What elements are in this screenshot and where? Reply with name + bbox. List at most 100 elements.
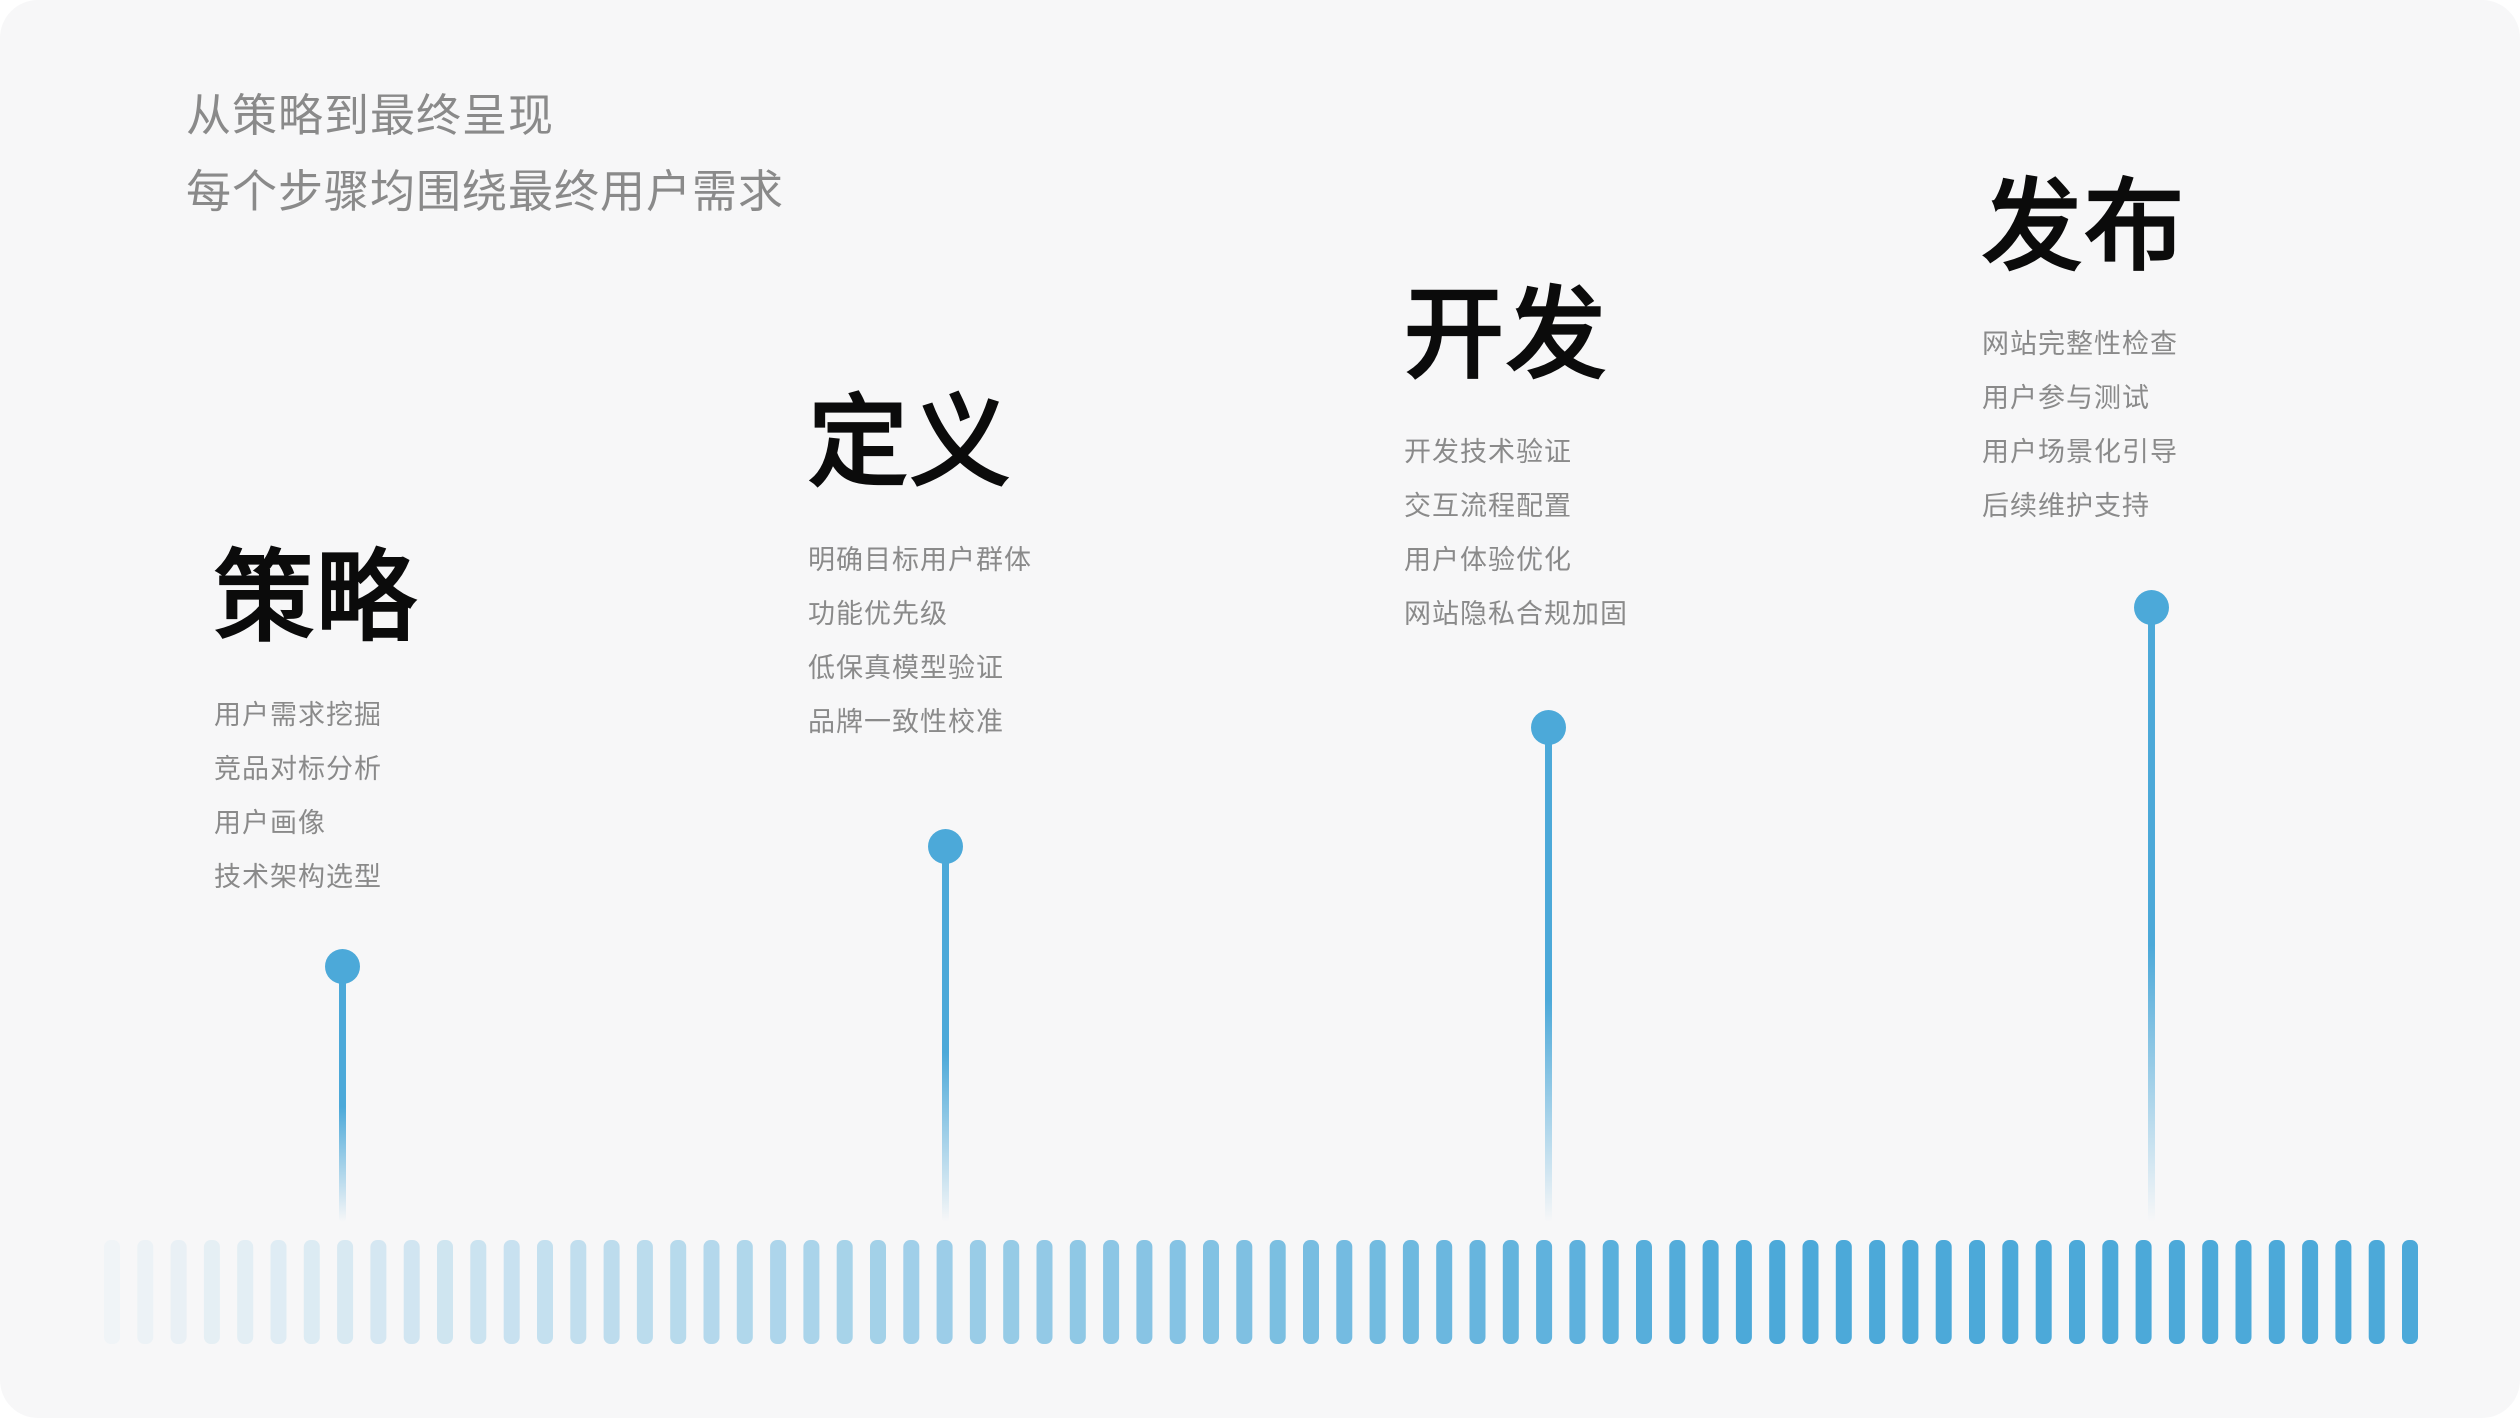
stage-items-launch: 网站完整性检查 用户参与测试 用户场景化引导 后续维护支持 [1982,318,2178,534]
timeline-bar [2035,1240,2052,1344]
stage-items-strategy: 用户需求挖掘 竞品对标分析 用户画像 技术架构选型 [214,689,382,905]
timeline-bar [1036,1240,1053,1344]
timeline-bar [1103,1240,1120,1344]
timeline-bar [2302,1240,2319,1344]
timeline-bar [1402,1240,1419,1344]
stage-item: 功能优先级 [808,599,948,630]
timeline-bar [570,1240,587,1344]
stage-item: 网站隐私合规加固 [1404,599,1628,630]
timeline-bar [1935,1240,1952,1344]
stage-title-strategy: 策略 [214,539,418,656]
timeline-bar [1336,1240,1353,1344]
stage-items-define: 明确目标用户群体 功能优先级 低保真模型验证 品牌一致性校准 [808,534,1032,750]
timeline-bar [736,1240,753,1344]
timeline-bar [1136,1240,1153,1344]
timeline-bar [1802,1240,1819,1344]
stage-item: 开发技术验证 [1404,437,1572,468]
stage-title-launch: 发布 [1982,168,2186,285]
timeline-bar [104,1240,120,1344]
timeline-bar [1969,1240,1985,1344]
timeline-bar [1003,1240,1020,1344]
timeline-bar [2002,1240,2019,1344]
timeline-bar [403,1240,420,1344]
timeline-bar [2268,1240,2285,1344]
timeline-bar [470,1240,487,1344]
stage-stem-strategy [338,966,346,1222]
stage-item: 用户场景化引导 [1982,437,2178,468]
stage-stem-define [941,846,949,1222]
stage-item: 用户参与测试 [1982,383,2150,414]
intro-line-2: 每个步骤均围绕最终用户需求 [186,165,785,218]
timeline-bar [1303,1240,1319,1344]
timeline-bar [1369,1240,1386,1344]
stage-marker-launch [2133,589,2169,625]
intro-text: 从策略到最终呈现 每个步骤均围绕最终用户需求 [186,78,784,230]
timeline-bar [1569,1240,1586,1344]
timeline-bar [2235,1240,2252,1344]
stage-item: 网站完整性检查 [1982,329,2178,360]
timeline-bar [337,1240,354,1344]
timeline-bar [2168,1240,2185,1344]
timeline-bar [1636,1240,1652,1344]
timeline-bar [1669,1240,1686,1344]
timeline-bar [137,1240,154,1344]
timeline-bar [2202,1240,2219,1344]
timeline-bar [1735,1240,1752,1344]
timeline-bar [703,1240,720,1344]
timeline-bar [1269,1240,1286,1344]
timeline-bar [1203,1240,1219,1344]
timeline-bar [1702,1240,1719,1344]
timeline-bar [270,1240,287,1344]
timeline-bar [1835,1240,1852,1344]
timeline-bar [1536,1240,1553,1344]
stage-stem-develop [1544,727,1552,1222]
timeline-bar [1436,1240,1453,1344]
stage-item: 明确目标用户群体 [808,545,1032,576]
timeline-bar [370,1240,387,1344]
timeline-bar [870,1240,886,1344]
timeline-bar [2069,1240,2085,1344]
intro-line-1: 从策略到最终呈现 [186,89,555,142]
timeline-bar [770,1240,787,1344]
stage-marker-strategy [324,948,360,984]
timeline-bar [1902,1240,1919,1344]
timeline-bar [1069,1240,1086,1344]
timeline-bar [537,1240,553,1344]
timeline-bar [1236,1240,1253,1344]
timeline-bar [803,1240,820,1344]
stage-item: 用户体验优化 [1404,545,1572,576]
stage-stem-launch [2147,607,2155,1222]
timeline-bar [2335,1240,2352,1344]
timeline-bar [237,1240,254,1344]
timeline-bar [1502,1240,1519,1344]
stage-item: 竞品对标分析 [214,754,382,785]
timeline-bar [969,1240,986,1344]
stage-title-develop: 开发 [1404,276,1608,393]
timeline-bar [836,1240,853,1344]
timeline-bar [670,1240,687,1344]
timeline-bar [1869,1240,1886,1344]
stage-item: 用户需求挖掘 [214,700,382,731]
timeline-bar [303,1240,320,1344]
stage-marker-define [927,828,963,864]
timeline-bar [636,1240,653,1344]
timeline-bar [903,1240,920,1344]
stage-title-define: 定义 [808,384,1012,501]
timeline-bar [2135,1240,2152,1344]
stage-marker-develop [1530,709,1566,745]
timeline-bar [437,1240,453,1344]
timeline-bar [2368,1240,2385,1344]
timeline-bar [170,1240,187,1344]
stage-item: 后续维护支持 [1982,491,2150,522]
timeline-bar [1169,1240,1186,1344]
timeline-bar [2402,1240,2418,1344]
stage-items-develop: 开发技术验证 交互流程配置 用户体验优化 网站隐私合规加固 [1404,426,1628,642]
timeline-bar [936,1240,953,1344]
timeline-bar [1469,1240,1486,1344]
timeline-bar [1602,1240,1619,1344]
stage-item: 低保真模型验证 [808,653,1004,684]
timeline-bar [603,1240,620,1344]
timeline-bar [203,1240,220,1344]
